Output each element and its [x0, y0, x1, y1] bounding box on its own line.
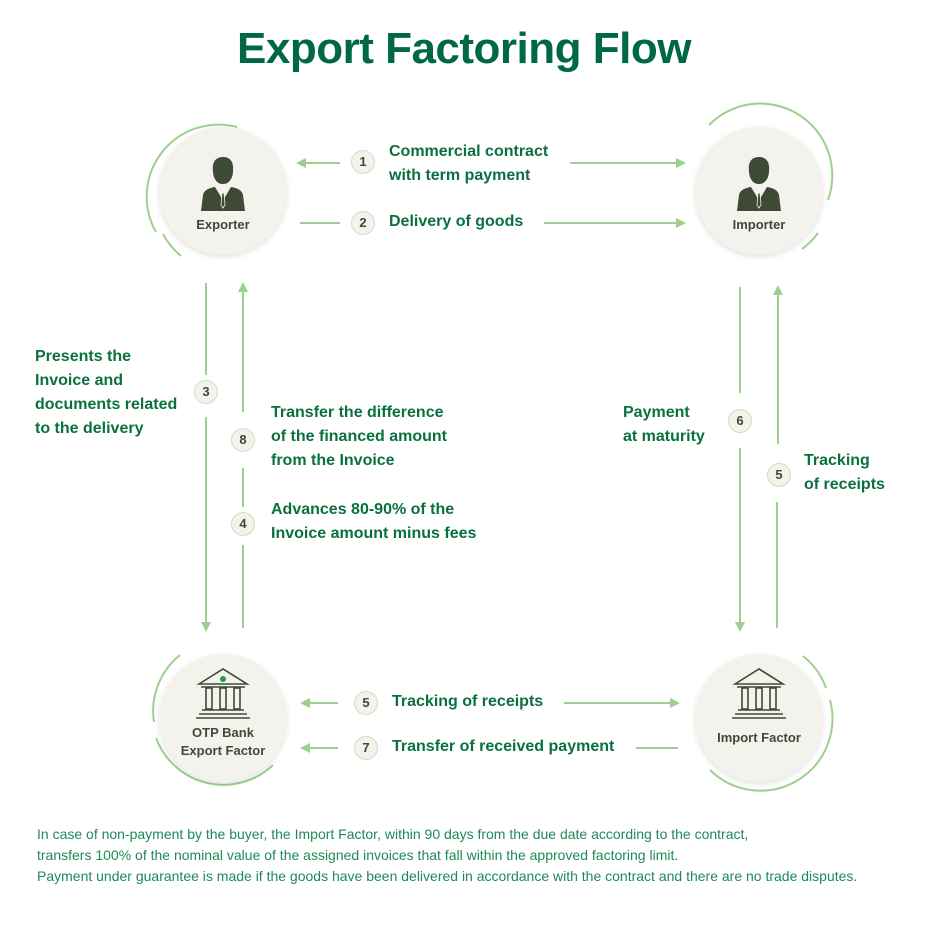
step-8-line-1: Transfer the difference: [271, 404, 444, 421]
step-4-text: Advances 80-90% of the Invoice amount mi…: [271, 498, 476, 546]
step-5-bottom-text: Tracking of receipts: [392, 693, 544, 710]
step-1-line-2: with term payment: [389, 167, 531, 184]
import-factor-node: Import Factor: [695, 654, 823, 782]
step-badge-4: 4: [231, 512, 255, 536]
step-badge-1: 1: [351, 150, 375, 174]
step-3-line-1: Presents the: [35, 348, 132, 365]
import-factor-label: Import Factor: [717, 730, 801, 745]
step-4-line-1: Advances 80-90% of the: [271, 501, 455, 518]
step-badge-6: 6: [728, 409, 752, 433]
step-badge-2: 2: [351, 211, 375, 235]
importer-node: Importer: [695, 127, 823, 255]
step-2-text: Delivery of goods: [389, 213, 524, 230]
importer-label: Importer: [732, 217, 786, 232]
step-6-line-1: Payment: [623, 404, 690, 421]
step-8-line-2: of the financed amount: [271, 428, 447, 445]
arc-import-factor: [802, 655, 827, 689]
step-4-line-2: Invoice amount minus fees: [271, 525, 477, 542]
step-badge-3: 3: [194, 380, 218, 404]
step-1-line-1: Commercial contract: [389, 143, 549, 160]
step-3-line-4: to the delivery: [35, 420, 144, 437]
otp-logo-icon: [220, 676, 226, 682]
step-3-line-2: Invoice and: [35, 372, 124, 389]
step-badge-5-bottom: 5: [354, 691, 378, 715]
arc-export-factor: [152, 654, 181, 723]
export-factor-label-1: OTP Bank: [192, 725, 254, 740]
footnote-line-3: Payment under guarantee is made if the g…: [37, 868, 858, 884]
footnote-line-2: transfers 100% of the nominal value of t…: [37, 847, 679, 863]
arc-exporter-2: [162, 233, 182, 257]
step-badge-8: 8: [231, 428, 255, 452]
arc-importer-2: [801, 232, 819, 250]
step-badge-7: 7: [354, 736, 378, 760]
step-6-text: Payment at maturity: [623, 401, 705, 449]
step-5-right-line-1: Tracking: [804, 452, 870, 469]
bank-icon: [732, 668, 786, 719]
step-5-right-line-2: of receipts: [804, 476, 885, 493]
step-3-text: Presents the Invoice and documents relat…: [35, 345, 177, 441]
businessman-icon: [737, 157, 781, 211]
step-8-text: Transfer the difference of the financed …: [271, 401, 447, 473]
arc-import-factor-2: [709, 699, 834, 792]
step-6-line-2: at maturity: [623, 428, 705, 445]
exporter-node: Exporter: [159, 127, 287, 255]
step-7-text: Transfer of received payment: [392, 738, 615, 755]
step-8-line-3: from the Invoice: [271, 452, 395, 469]
export-factor-label-2: Export Factor: [180, 743, 266, 758]
export-factor-node: OTP Bank Export Factor: [159, 654, 287, 782]
step-1-text: Commercial contract with term payment: [389, 140, 548, 188]
footnote-line-1: In case of non-payment by the buyer, the…: [37, 826, 749, 842]
page-title: Export Factoring Flow: [237, 24, 691, 73]
arc-export-factor-2: [155, 737, 274, 786]
step-5-right-text: Tracking of receipts: [804, 449, 885, 497]
step-3-line-3: documents related: [35, 396, 178, 413]
arc-exporter: [145, 123, 238, 233]
footnote: In case of non-payment by the buyer, the…: [37, 824, 917, 887]
bank-icon: [196, 668, 250, 719]
businessman-icon: [201, 157, 245, 211]
step-badge-5-right: 5: [767, 463, 791, 487]
exporter-label: Exporter: [196, 217, 250, 232]
arc-importer: [708, 102, 834, 201]
